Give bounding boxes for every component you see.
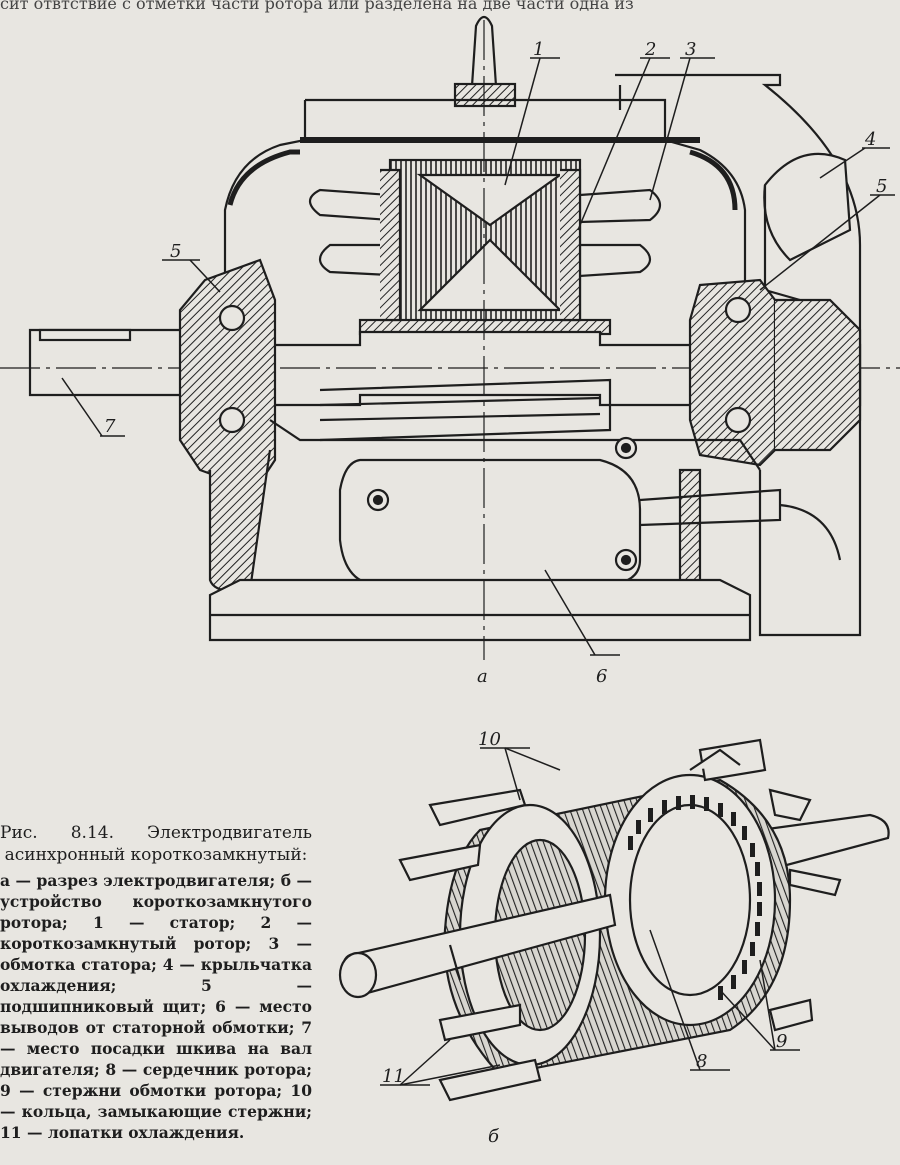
impeller	[763, 152, 852, 262]
label-rings: 10	[478, 729, 501, 750]
stator-winding-left	[308, 188, 392, 222]
view-b-label: б	[488, 1126, 500, 1147]
label-rotor: 2	[644, 39, 656, 60]
label-core: 8	[696, 1051, 707, 1072]
page-top-text: сит отвтствие с отметки части ротора или…	[0, 0, 634, 13]
label-terminal: 6	[596, 666, 607, 687]
label-bars: 9	[776, 1031, 787, 1052]
rotor-drawing	[338, 738, 890, 1102]
label-shield-left: 5	[170, 241, 181, 262]
cooling-blades	[398, 738, 842, 1102]
label-impeller: 4	[864, 129, 876, 150]
top-boss	[453, 82, 517, 108]
housing	[223, 98, 747, 290]
figure-caption: Рис. 8.14. Электродвигатель асинхронный …	[0, 822, 312, 1143]
caption-title: Рис. 8.14. Электродвигатель асинхронный …	[0, 823, 312, 865]
rotor-labels: 10 8 9 11 б	[382, 729, 787, 1147]
label-blades: 11	[382, 1066, 405, 1087]
label-winding: 3	[685, 39, 696, 60]
bar-slots	[628, 795, 762, 1000]
caption-body: а — разрез электродвигателя; б — устройс…	[0, 871, 312, 1142]
terminal-box	[338, 458, 642, 587]
stator-winding-right	[578, 188, 662, 224]
rotor-shaft-right	[758, 813, 890, 872]
view-a-label: а	[477, 666, 488, 687]
label-stator: 1	[533, 39, 544, 60]
base-foot	[208, 578, 752, 642]
label-shield-right: 5	[876, 176, 887, 197]
section-labels: 1 2 3 4 5 5 7 6 а	[104, 39, 887, 687]
section-drawing	[0, 15, 900, 660]
label-pulley: 7	[104, 416, 116, 437]
key	[38, 328, 132, 342]
